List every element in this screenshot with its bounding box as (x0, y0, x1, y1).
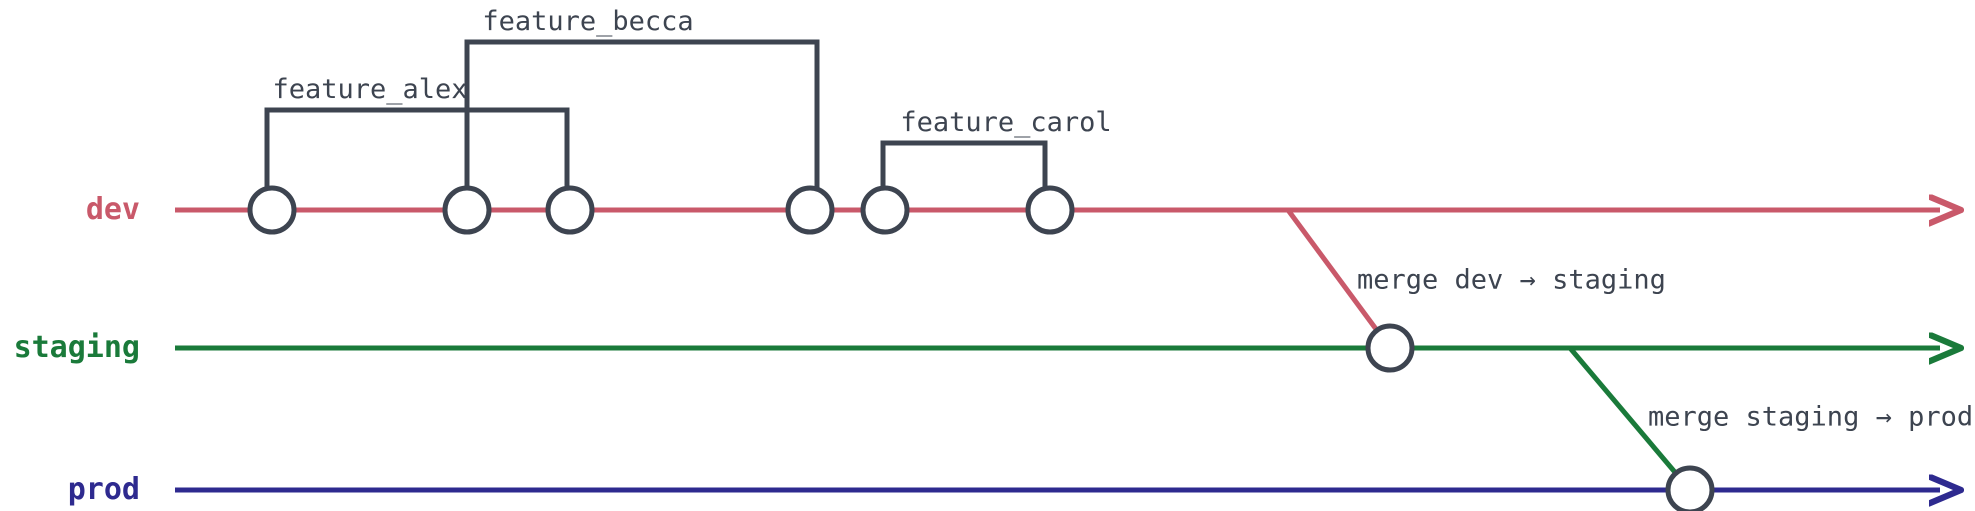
commit-node-dev-1[interactable] (247, 185, 297, 235)
feature-bracket-feature_carol (880, 140, 1048, 213)
commit-node-dev-6[interactable] (1025, 185, 1075, 235)
branch-label-staging[interactable]: staging (13, 330, 140, 365)
merge-line-merge-dev-staging (1285, 208, 1393, 350)
feature-label-feature_carol: feature_carol (900, 107, 1112, 138)
branch-label-prod[interactable]: prod (67, 472, 140, 507)
commit-node-dev-4[interactable] (785, 185, 835, 235)
feature-bracket-feature_alex (264, 107, 570, 213)
branch-label-dev[interactable]: dev (85, 192, 140, 227)
commit-node-staging-1[interactable] (1365, 323, 1415, 373)
commit-node-dev-3[interactable] (545, 185, 595, 235)
commit-node-dev-2[interactable] (442, 185, 492, 235)
commit-node-dev-5[interactable] (860, 185, 910, 235)
feature-label-feature_becca: feature_becca (482, 6, 694, 37)
branch-lines-group (175, 210, 1940, 490)
feature-label-feature_alex: feature_alex (272, 74, 468, 105)
merge-label-merge-dev-staging: merge dev → staging (1357, 264, 1666, 296)
feature-brackets-group (264, 39, 1048, 213)
merge-label-merge-staging-prod: merge staging → prod (1648, 401, 1974, 433)
merge-line-merge-staging-prod (1568, 346, 1692, 492)
merge-lines-group (1285, 208, 1692, 492)
feature-bracket-feature_becca (464, 39, 820, 213)
commit-nodes-group (247, 185, 1715, 511)
commit-node-prod-1[interactable] (1665, 465, 1715, 511)
